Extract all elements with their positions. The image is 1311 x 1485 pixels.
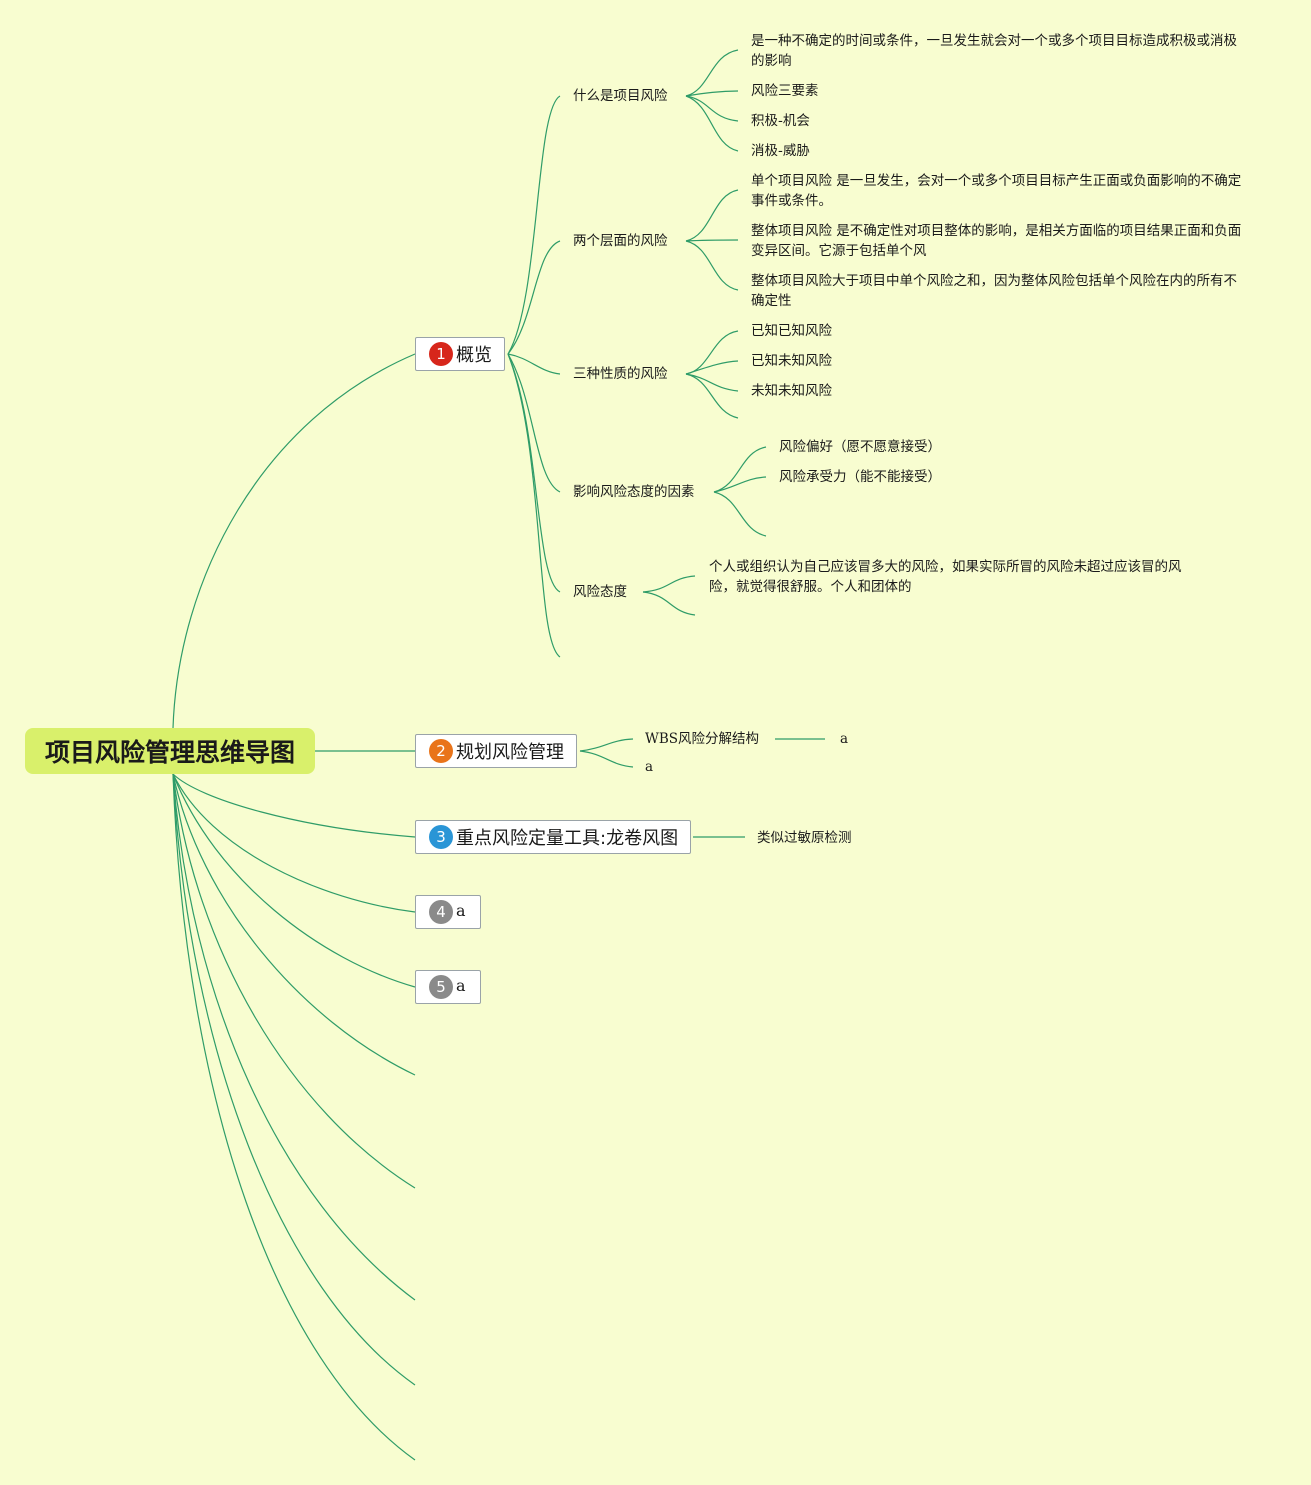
- connector-overview-attitude: [507, 353, 561, 593]
- connector-root-empty-2: [172, 773, 416, 1189]
- leaf-risk-tolerance[interactable]: 风险承受力（能不能接受）: [779, 469, 941, 485]
- connector-root-topic4: [172, 773, 416, 913]
- leaf-overall-greater[interactable]: 整体项目风险大于项目中单个风险之和，因为整体风险包括单个风险在内的所有不确定性: [751, 273, 1237, 309]
- subtopic-a[interactable]: a: [645, 759, 654, 775]
- branch-label: 规划风险管理: [456, 742, 564, 763]
- leaf-negative[interactable]: 消极-威胁: [751, 143, 810, 159]
- connector-overview-what: [507, 95, 561, 355]
- subtopic-wbs[interactable]: WBS风险分解结构: [645, 731, 760, 747]
- number-badge: 4: [429, 900, 453, 924]
- connector-overview-factors: [507, 353, 561, 493]
- subtopic-what-is-risk[interactable]: 什么是项目风险: [573, 88, 668, 104]
- branch-tornado-tool[interactable]: 3 重点风险定量工具:龙卷风图: [415, 820, 692, 854]
- branch-plan-risk-management[interactable]: 2 规划风险管理: [415, 734, 577, 768]
- connector-overview-three-kinds: [507, 353, 561, 375]
- subtopic-attitude-factors[interactable]: 影响风险态度的因素: [573, 484, 695, 500]
- root-title: 项目风险管理思维导图: [44, 738, 295, 767]
- subtopic-allergen-test[interactable]: 类似过敏原检测: [757, 830, 852, 846]
- number-badge: 1: [429, 342, 453, 366]
- root-topic[interactable]: 项目风险管理思维导图: [25, 728, 315, 774]
- number-badge: 3: [429, 825, 453, 849]
- leaf-known-unknown[interactable]: 已知未知风险: [751, 353, 832, 369]
- number-badge: 2: [429, 739, 453, 763]
- connector-root-empty-1: [172, 773, 416, 1076]
- connector-root-topic5: [172, 773, 416, 988]
- leaf-three-elements[interactable]: 风险三要素: [751, 83, 819, 99]
- subtopic-three-kinds[interactable]: 三种性质的风险: [573, 366, 668, 382]
- leaf-individual-risk[interactable]: 单个项目风险 是一旦发生，会对一个或多个项目目标产生正面或负面影响的不确定事件或…: [751, 173, 1242, 209]
- connector-root-overview: [172, 353, 416, 729]
- leaf-overall-risk[interactable]: 整体项目风险 是不确定性对项目整体的影响，是相关方面临的项目结果正面和负面变异区…: [751, 223, 1242, 259]
- branch-topic-4[interactable]: 4 a: [415, 895, 481, 929]
- connector-overview-empty: [507, 353, 561, 658]
- subtopic-two-levels[interactable]: 两个层面的风险: [573, 233, 668, 249]
- leaf-known-known[interactable]: 已知已知风险: [751, 323, 832, 339]
- connector-overview-two-levels: [507, 240, 561, 355]
- connector-root-tornado: [172, 773, 416, 838]
- leaf-positive[interactable]: 积极-机会: [751, 113, 810, 129]
- subtopic-risk-attitude[interactable]: 风险态度: [573, 584, 627, 600]
- connector-root-empty-3: [172, 773, 416, 1301]
- leaf-risk-appetite[interactable]: 风险偏好（愿不愿意接受）: [779, 439, 941, 455]
- branch-label: a: [456, 900, 466, 920]
- connector-root-empty-4: [172, 773, 416, 1386]
- branch-overview[interactable]: 1 概览: [415, 337, 505, 371]
- leaf-wbs-a[interactable]: a: [840, 731, 849, 747]
- branch-topic-5[interactable]: 5 a: [415, 970, 481, 1004]
- branch-label: 概览: [456, 345, 492, 366]
- number-badge: 5: [429, 975, 453, 999]
- leaf-risk-definition[interactable]: 是一种不确定的时间或条件，一旦发生就会对一个或多个项目目标造成积极或消极的影响: [751, 33, 1237, 69]
- leaf-unknown-unknown[interactable]: 未知未知风险: [751, 383, 832, 399]
- branch-label: 重点风险定量工具:龙卷风图: [456, 828, 679, 849]
- connector-root-empty-5: [172, 773, 416, 1461]
- branch-label: a: [456, 975, 466, 995]
- leaf-attitude-description[interactable]: 个人或组织认为自己应该冒多大的风险，如果实际所冒的风险未超过应该冒的风险，就觉得…: [709, 559, 1182, 595]
